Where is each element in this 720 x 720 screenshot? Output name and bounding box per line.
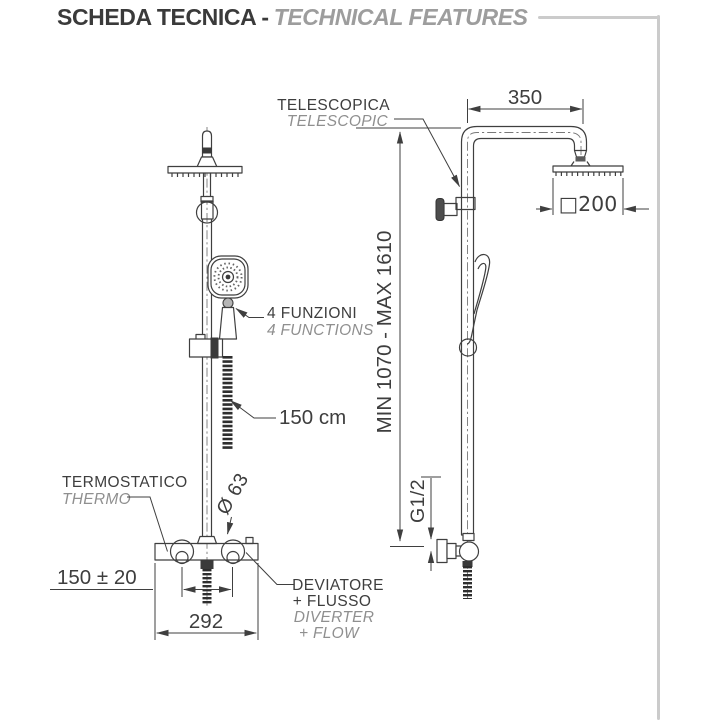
side-slider-knob [435,196,476,221]
label-telescopic: TELESCOPICA TELESCOPIC [277,97,460,188]
dim-height-range: MIN 1070 - MAX 1610 [356,127,461,547]
dim-arm-length: 350 [467,86,584,124]
label-diverter: DEVIATORE + FLUSSO DIVERTER + FLOW [245,552,384,642]
label-diverter-it1: DEVIATORE [292,577,384,594]
front-ball-joint [195,200,219,224]
side-head-nozzles [555,172,622,176]
label-thermostatic-it: TERMOSTATICO [62,474,188,491]
dim-body-width-label: 292 [189,610,223,633]
dim-head-size: □200 [536,178,649,216]
side-column-and-arm [460,125,588,536]
dim-body-width: 292 [154,563,259,640]
front-diverter-knob [245,536,254,545]
label-thermostatic-en: THERMO [62,491,131,508]
label-diverter-it2: + FLUSSO [293,593,372,610]
label-hose-length-text: 150 cm [279,406,346,429]
dim-inlet-distance-label: 150 ± 20 [57,566,137,589]
label-knob-diameter-text: Ø 63 [212,469,253,518]
front-view: 150 ± 20 292 TERMOSTATICO THERMO Ø 63 [50,127,384,642]
label-diverter-en2: + FLOW [299,625,360,642]
front-hand-shower-handle [218,306,238,340]
dim-head-size-label: □200 [559,192,618,216]
dim-connection: G1/2 [407,476,441,571]
dim-inlet-distance: 150 ± 20 [50,566,233,597]
header-rule [537,16,660,19]
label-thermostatic: TERMOSTATICO THERMO [62,474,188,552]
side-ball-joint [458,338,478,357]
label-knob-diameter: Ø 63 [212,469,253,535]
label-functions: 4 FUNZIONI 4 FUNCTIONS [235,305,374,339]
front-hand-shower [207,255,249,340]
front-thermostatic-mixer [154,535,259,604]
label-telescopic-it: TELESCOPICA [277,97,390,114]
side-shower-head [552,150,624,176]
front-slider-bracket [188,333,224,359]
label-functions-en: 4 FUNCTIONS [267,322,374,339]
label-diverter-en1: DIVERTER [294,609,375,626]
front-mode-button [222,297,234,309]
label-telescopic-en: TELESCOPIC [287,113,389,130]
page-title-italian: SCHEDA TECNICA - [57,4,269,30]
page-title-english: TECHNICAL FEATURES [273,4,528,30]
dim-height-range-label: MIN 1070 - MAX 1610 [373,231,396,434]
side-hand-shower [458,253,491,357]
side-centerline [467,132,582,598]
header: SCHEDA TECNICA -TECHNICAL FEATURES [57,3,660,31]
label-functions-it: 4 FUNZIONI [267,305,357,322]
dim-arm-length-label: 350 [508,86,542,109]
dim-connection-label: G1/2 [407,479,429,523]
label-hose-length: 150 cm [229,400,346,429]
front-head-nozzles [171,173,239,177]
front-overhead-shower [167,130,243,203]
side-wall-union [436,532,480,599]
page-title: SCHEDA TECNICA -TECHNICAL FEATURES [57,3,528,31]
side-view: 350 □200 MIN 1070 - MAX 1610 [277,86,649,599]
right-border [657,15,660,720]
